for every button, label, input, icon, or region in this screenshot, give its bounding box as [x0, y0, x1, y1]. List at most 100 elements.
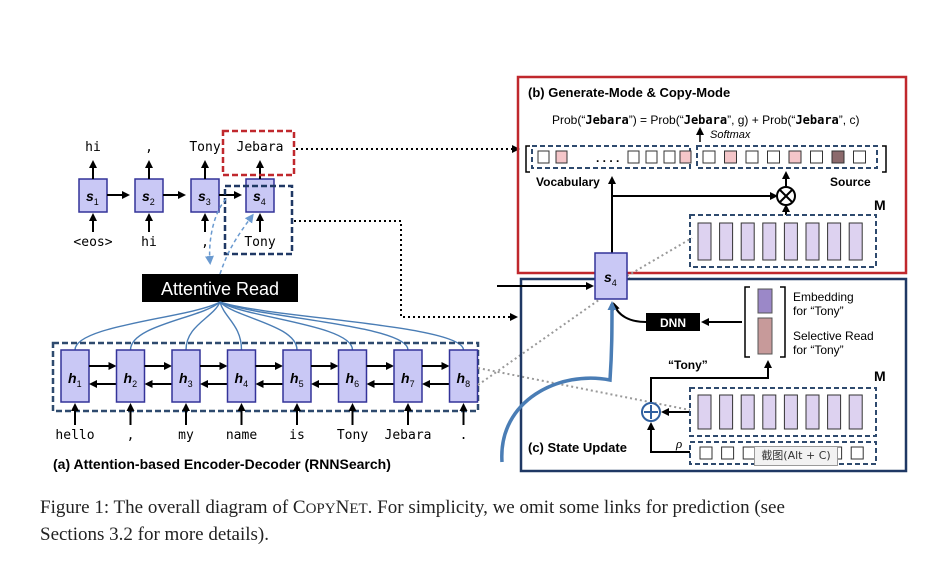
attention-link	[185, 301, 221, 351]
rho-arrow	[647, 422, 690, 453]
memory-cells-b	[697, 222, 863, 261]
memory-cell	[740, 394, 755, 430]
attentive-read-label	[142, 274, 298, 302]
dnn-block	[646, 313, 700, 331]
encoder-state	[448, 349, 479, 403]
attention-link	[219, 301, 465, 351]
encoder-to-s4-link	[477, 277, 631, 386]
memory-cell	[697, 222, 712, 261]
embedding-label-1: Embedding	[793, 290, 854, 304]
probability-formula: Prob(“Jebara”) = Prob(“Jebara”, g) + Pro…	[552, 113, 859, 127]
decoder-input-word: hi	[141, 235, 157, 250]
memory-cell	[805, 394, 820, 430]
decoder-state-label: s4	[253, 188, 266, 207]
encoder-input-word: is	[289, 428, 305, 443]
embedding-vector	[757, 288, 773, 314]
attention-link	[219, 301, 409, 351]
selective-read-vector	[757, 317, 773, 355]
decoder-output-word: Jebara	[237, 140, 284, 155]
vocab-ellipsis: . . . .	[596, 151, 619, 165]
decoder-state-label: s3	[198, 188, 211, 207]
encoder-state	[282, 349, 312, 403]
rho-cell	[699, 446, 713, 460]
attention-link	[219, 301, 298, 351]
dotted-link-update	[294, 220, 510, 318]
encoder-state	[337, 349, 368, 403]
state-update-box	[223, 184, 294, 256]
memory-cell	[827, 394, 842, 430]
source-distribution	[702, 150, 866, 164]
memory-cell	[827, 222, 842, 261]
attention-query-arrow	[204, 198, 227, 265]
memory-cell	[848, 394, 863, 430]
source-box	[696, 145, 878, 169]
source-prob-cell	[702, 150, 716, 164]
memory-cell	[719, 394, 734, 430]
encoder-state	[171, 349, 201, 403]
rho-label: ρ	[675, 436, 682, 451]
attention-link	[219, 301, 354, 351]
vocab-prob-cell	[663, 150, 676, 164]
decoder-input-word: Tony	[244, 235, 275, 250]
panel-b-title: (b) Generate-Mode & Copy-Mode	[528, 85, 730, 100]
vocab-prob-cell	[555, 150, 568, 164]
copy-target-box	[221, 129, 296, 177]
decoder-state-label: s1	[86, 188, 99, 207]
source-prob-cell	[831, 150, 845, 164]
encoder-state-label: h7	[401, 370, 415, 389]
memory-cells-c	[697, 394, 863, 430]
decoder-output-word: Tony	[189, 140, 220, 155]
attentive-read-text: Attentive Read	[161, 279, 279, 299]
source-label: Source	[830, 175, 871, 189]
rho-cell	[850, 446, 864, 460]
vocab-prob-cell	[537, 150, 550, 164]
selective-read-arrow	[650, 360, 772, 402]
encoder-state-label: h8	[457, 370, 471, 389]
memory-cell	[740, 222, 755, 261]
state-s4-central	[594, 252, 628, 300]
encoder-input-word: .	[460, 428, 468, 443]
softmax-label: Softmax	[710, 129, 751, 141]
source-prob-cell	[810, 150, 823, 164]
encoder-state	[226, 349, 257, 403]
attention-feed-arrow	[219, 213, 254, 275]
encoder-states: h1helloh2,h3myh4nameh5ish6Tonyh7Jebarah8…	[55, 349, 479, 443]
encoder-input-word: ,	[127, 428, 135, 443]
encoder-state-label: h2	[124, 370, 138, 389]
memory-label-c: M	[874, 368, 886, 384]
encoder-state-label: h6	[346, 370, 360, 389]
panel-a-caption: (a) Attention-based Encoder-Decoder (RNN…	[53, 456, 391, 472]
encoder-to-memory-link	[477, 367, 691, 411]
encoder-input-word: Jebara	[385, 428, 432, 443]
decoder-state-label: s2	[142, 188, 155, 207]
source-prob-cell	[745, 150, 759, 164]
dnn-to-s4-arrow	[612, 302, 647, 323]
s4-to-memory-link	[626, 237, 693, 277]
decoder-state	[245, 178, 275, 213]
vocab-prob-cell	[645, 150, 658, 164]
attention-fan	[74, 301, 465, 351]
selective-read-label-1: Selective Read	[793, 329, 874, 343]
memory-box-c	[689, 387, 877, 437]
encoder-input-word: my	[178, 428, 194, 443]
decoder-input-word: <eos>	[73, 235, 112, 250]
encoder-state-label: h1	[68, 370, 82, 389]
figure-caption: Figure 1: The overall diagram of COPYNET…	[40, 497, 785, 545]
encoder-state	[393, 349, 423, 403]
memory-cell	[762, 394, 777, 430]
decoder-output-word: ,	[145, 140, 153, 155]
vocab-prob-cell	[679, 150, 692, 164]
panel-generate-copy	[516, 75, 908, 275]
memory-cell	[697, 394, 712, 430]
encoder-input-word: name	[226, 428, 257, 443]
memory-box-b	[689, 214, 877, 268]
panel-c-title: (c) State Update	[528, 440, 627, 455]
vocabulary-label: Vocabulary	[536, 175, 600, 189]
selective-read-curve	[500, 301, 617, 463]
encoder-input-word: Tony	[337, 428, 368, 443]
selective-read-label-2: for “Tony”	[793, 343, 844, 357]
source-prob-cell	[853, 150, 866, 164]
memory-cell	[783, 394, 798, 430]
memory-cell	[719, 222, 734, 261]
